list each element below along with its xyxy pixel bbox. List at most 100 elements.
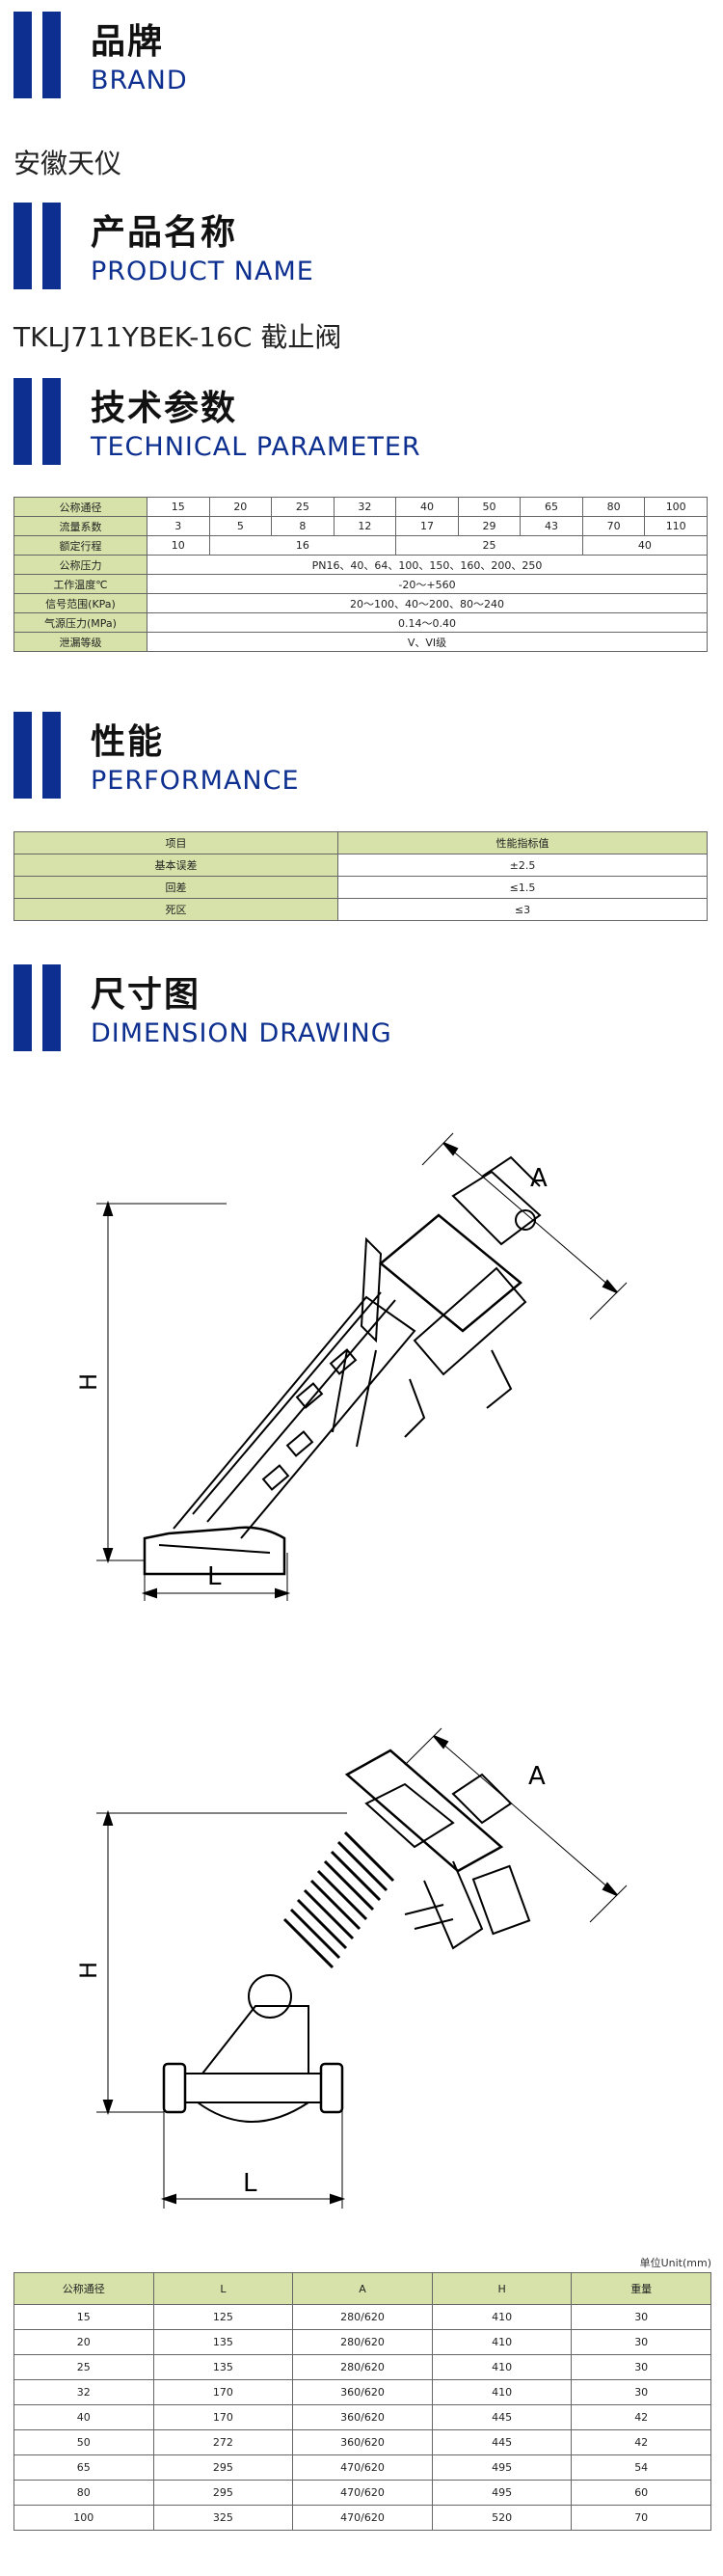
header-bar bbox=[13, 378, 32, 465]
table-row: 额定行程 10 16 25 40 bbox=[13, 535, 709, 556]
tech-parameter-table: 公称通径 15 20 25 32 40 50 65 80 100 流量系数 3 … bbox=[13, 497, 709, 652]
table-cell: 60 bbox=[571, 2480, 711, 2506]
table-row: 泄漏等级 V、VI级 bbox=[13, 632, 708, 652]
table-cell: 25 bbox=[395, 535, 583, 556]
table-cell: 30 bbox=[571, 2304, 711, 2330]
dim-label-L: L bbox=[207, 1562, 222, 1591]
row-label: 死区 bbox=[13, 898, 338, 921]
dim-label-A: A bbox=[530, 1164, 548, 1193]
table-cell: 16 bbox=[208, 535, 397, 556]
dim-label-L: L bbox=[243, 2169, 257, 2198]
table-cell: 445 bbox=[431, 2429, 573, 2455]
table-cell: 42 bbox=[571, 2429, 711, 2455]
table-cell: 50 bbox=[13, 2429, 154, 2455]
table-header-row: 公称通径 L A H 重量 bbox=[13, 2272, 711, 2305]
table-cell: 20 bbox=[13, 2329, 154, 2355]
table-header-cell: H bbox=[431, 2272, 573, 2305]
table-row: 流量系数 3 5 8 12 17 29 43 70 110 bbox=[13, 516, 708, 536]
table-row: 气源压力(MPa) 0.14～0.40 bbox=[13, 612, 708, 633]
table-cell: 15 bbox=[147, 497, 210, 517]
table-cell: 360/620 bbox=[292, 2379, 433, 2405]
row-label: 公称压力 bbox=[13, 555, 147, 575]
table-cell: 30 bbox=[571, 2329, 711, 2355]
table-cell: 135 bbox=[152, 2329, 294, 2355]
row-label: 基本误差 bbox=[13, 854, 338, 877]
table-cell: 410 bbox=[431, 2379, 573, 2405]
table-cell: 135 bbox=[152, 2354, 294, 2380]
table-row: 信号范围(KPa) 20～100、40～200、80～240 bbox=[13, 593, 708, 613]
table-cell: 280/620 bbox=[292, 2329, 433, 2355]
table-cell: 280/620 bbox=[292, 2354, 433, 2380]
table-cell: PN16、40、64、100、150、160、200、250 bbox=[147, 555, 708, 575]
table-cell: 360/620 bbox=[292, 2429, 433, 2455]
table-cell: 470/620 bbox=[292, 2454, 433, 2481]
table-cell: 125 bbox=[152, 2304, 294, 2330]
table-cell: 295 bbox=[152, 2480, 294, 2506]
table-row: 基本误差 ±2.5 bbox=[13, 854, 708, 877]
table-cell: 170 bbox=[152, 2404, 294, 2430]
row-label: 流量系数 bbox=[13, 516, 147, 536]
table-cell: 80 bbox=[581, 497, 646, 517]
table-cell: -20～+560 bbox=[147, 574, 708, 594]
table-cell: 10 bbox=[147, 535, 210, 556]
table-header-cell: 性能指标值 bbox=[337, 831, 708, 854]
table-header-cell: L bbox=[152, 2272, 294, 2305]
tech-title-cn: 技术参数 bbox=[91, 389, 238, 428]
dim-label-H: H bbox=[75, 1962, 102, 1979]
table-cell: 25 bbox=[271, 497, 335, 517]
table-cell: 495 bbox=[431, 2454, 573, 2481]
table-cell: 520 bbox=[431, 2505, 573, 2531]
table-cell: 495 bbox=[431, 2480, 573, 2506]
table-cell: 100 bbox=[13, 2505, 154, 2531]
table-row: 死区 ≤3 bbox=[13, 898, 708, 921]
row-label: 额定行程 bbox=[13, 535, 147, 556]
table-cell: 17 bbox=[395, 516, 459, 536]
tech-header: 技术参数 TECHNICAL PARAMETER bbox=[13, 378, 688, 465]
perf-header: 性能 PERFORMANCE bbox=[13, 712, 688, 799]
table-cell: 280/620 bbox=[292, 2304, 433, 2330]
table-cell: 8 bbox=[271, 516, 335, 536]
dim-title-en: DIMENSION DRAWING bbox=[91, 1018, 392, 1048]
table-cell: 40 bbox=[581, 535, 709, 556]
table-header-cell: 重量 bbox=[571, 2272, 711, 2305]
valve-dimension-drawing-1: A H L bbox=[75, 1132, 628, 1601]
table-cell: 272 bbox=[152, 2429, 294, 2455]
table-cell: 410 bbox=[431, 2354, 573, 2380]
valve-dimension-drawing-2: A H L bbox=[75, 1727, 628, 2209]
table-cell: 360/620 bbox=[292, 2404, 433, 2430]
table-cell: 5 bbox=[208, 516, 273, 536]
table-cell: 70 bbox=[581, 516, 646, 536]
table-header-cell: A bbox=[292, 2272, 433, 2305]
brand-value: 安徽天仪 bbox=[13, 148, 122, 179]
header-bar bbox=[42, 964, 61, 1051]
table-cell: 470/620 bbox=[292, 2480, 433, 2506]
table-cell: 42 bbox=[571, 2404, 711, 2430]
header-bar bbox=[42, 203, 61, 289]
unit-label: 单位Unit(mm) bbox=[639, 2257, 711, 2269]
perf-title-en: PERFORMANCE bbox=[91, 766, 300, 796]
table-cell: 43 bbox=[520, 516, 583, 536]
table-cell: 12 bbox=[333, 516, 397, 536]
row-label: 公称通径 bbox=[13, 497, 147, 517]
row-label: 工作温度℃ bbox=[13, 574, 147, 594]
table-cell: 70 bbox=[571, 2505, 711, 2531]
table-cell: 410 bbox=[431, 2329, 573, 2355]
table-cell: 15 bbox=[13, 2304, 154, 2330]
table-cell: 20～100、40～200、80～240 bbox=[147, 593, 708, 613]
table-cell: 65 bbox=[520, 497, 583, 517]
table-cell: 54 bbox=[571, 2454, 711, 2481]
product-name-value: TKLJ711YBEK-16C 截止阀 bbox=[13, 321, 342, 353]
table-row: 项目 性能指标值 bbox=[13, 831, 708, 854]
dim-label-A: A bbox=[528, 1762, 546, 1791]
table-cell: 0.14～0.40 bbox=[147, 612, 708, 633]
table-cell: ≤1.5 bbox=[337, 876, 708, 899]
table-cell: 40 bbox=[13, 2404, 154, 2430]
table-row: 公称通径 15 20 25 32 40 50 65 80 100 bbox=[13, 497, 708, 517]
